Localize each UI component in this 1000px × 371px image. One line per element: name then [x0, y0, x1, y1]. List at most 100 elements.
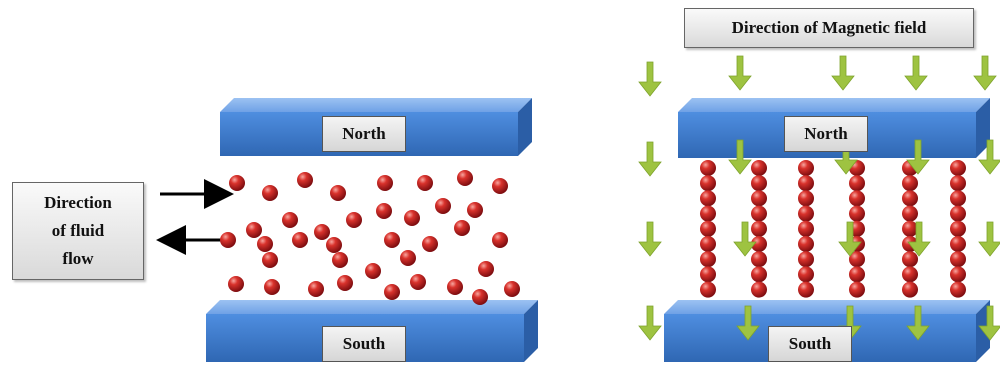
chain-particle: [751, 190, 767, 207]
chain-particle: [902, 251, 918, 268]
chain-particle: [902, 266, 918, 283]
field-arrow-down-icon: [638, 141, 662, 177]
chain-particle: [798, 236, 814, 252]
particle: [447, 279, 463, 295]
chain-particle: [751, 205, 767, 222]
chain-particle: [902, 281, 918, 298]
chain-particle: [950, 190, 966, 207]
particle: [417, 175, 433, 191]
particle: [377, 175, 393, 191]
particle: [467, 202, 483, 218]
particle: [246, 222, 262, 238]
chain-particle: [751, 175, 767, 192]
field-arrow-down-icon: [904, 55, 928, 91]
chain-particle: [902, 175, 918, 192]
right-south-label: South: [768, 326, 852, 362]
field-arrow-down-icon: [638, 305, 662, 341]
chain-particle: [902, 190, 918, 207]
magnetic-field-label: Direction of Magnetic field: [684, 8, 974, 48]
chain-particle: [902, 220, 918, 237]
chain-particle: [798, 190, 814, 207]
left-particles: [220, 170, 520, 305]
chain-particle: [798, 175, 814, 192]
field-arrow-down-icon: [638, 61, 662, 97]
field-arrow-down-icon: [728, 139, 752, 175]
left-north-label: North: [322, 116, 406, 152]
particle: [404, 210, 420, 226]
fluid-flow-label: Direction of fluid flow: [12, 182, 144, 280]
particle: [365, 263, 381, 279]
particle: [435, 198, 451, 214]
chain-particle: [849, 281, 865, 298]
field-arrow-down-icon: [838, 221, 862, 257]
chain-particle: [751, 160, 767, 176]
particle: [292, 232, 308, 248]
particle: [400, 250, 416, 266]
chain-particle: [700, 251, 716, 268]
chain-particle: [700, 220, 716, 237]
field-arrow-down-icon: [736, 305, 760, 341]
chain-particle: [849, 266, 865, 283]
chain-particle: [700, 281, 716, 298]
chain-particle: [798, 160, 814, 176]
field-arrows-back: [638, 55, 997, 341]
particle: [410, 274, 426, 290]
chain-particle: [950, 251, 966, 268]
chain-particle: [902, 205, 918, 222]
chain-particle: [751, 251, 767, 268]
particle: [472, 289, 488, 305]
chain-particle: [751, 220, 767, 237]
chain-particle: [849, 190, 865, 207]
particle: [308, 281, 324, 297]
particle: [297, 172, 313, 188]
particle: [478, 261, 494, 277]
chain-particle: [950, 220, 966, 237]
field-arrows-front: [728, 139, 1000, 341]
chain-particle: [751, 266, 767, 283]
particle: [262, 252, 278, 268]
chain-particle: [950, 236, 966, 252]
particle: [422, 236, 438, 252]
particle: [282, 212, 298, 228]
field-arrow-down-icon: [906, 139, 930, 175]
field-arrow-down-icon: [906, 305, 930, 341]
particle: [228, 276, 244, 292]
field-arrow-down-icon: [907, 221, 931, 257]
particle: [504, 281, 520, 297]
chain-particle: [700, 266, 716, 283]
particle: [264, 279, 280, 295]
field-arrow-down-icon: [728, 55, 752, 91]
chain-particle: [700, 190, 716, 207]
particle: [384, 284, 400, 300]
chain-particle: [950, 281, 966, 298]
chain-particle: [798, 220, 814, 237]
chain-particle: [751, 236, 767, 252]
field-arrow-down-icon: [733, 221, 757, 257]
chain-particle: [798, 281, 814, 298]
particle: [314, 224, 330, 240]
field-arrow-down-icon: [978, 305, 1000, 341]
chain-particle: [700, 205, 716, 222]
particle: [384, 232, 400, 248]
particle: [257, 236, 273, 252]
particle: [457, 170, 473, 186]
particle: [454, 220, 470, 236]
fluid-flow-label-line-3: flow: [62, 249, 94, 268]
chain-particle: [950, 205, 966, 222]
particle: [332, 252, 348, 268]
particle: [220, 232, 236, 248]
chain-particle: [950, 266, 966, 283]
fluid-flow-label-line-2: of fluid: [51, 221, 105, 240]
chain-particle: [700, 175, 716, 192]
chain-particle: [849, 205, 865, 222]
chain-particle: [950, 160, 966, 176]
chain-particle: [751, 281, 767, 298]
field-arrow-down-icon: [978, 221, 1000, 257]
chain-particle: [950, 175, 966, 192]
particle: [229, 175, 245, 191]
chain-particle: [798, 205, 814, 222]
particle: [326, 237, 342, 253]
particle-chains: [700, 160, 966, 298]
left-south-label: South: [322, 326, 406, 362]
chain-particle: [700, 236, 716, 252]
